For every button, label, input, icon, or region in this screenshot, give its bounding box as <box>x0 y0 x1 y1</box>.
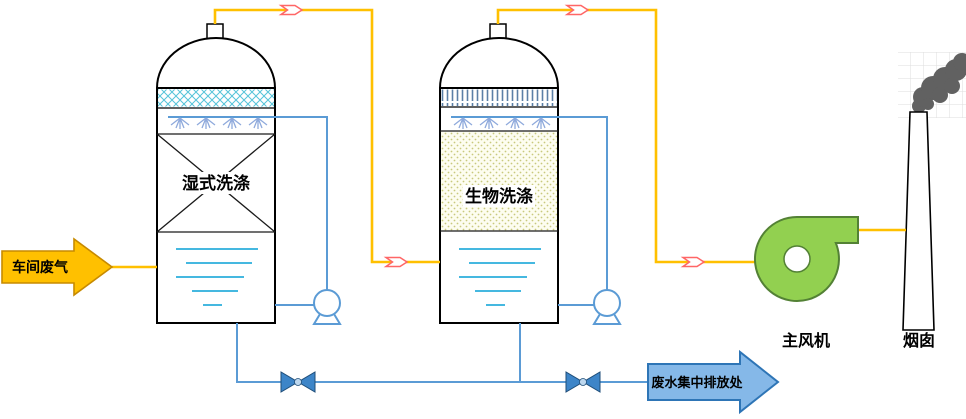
drain-label: 废水集中排放处 <box>651 375 743 390</box>
tower1-label: 湿式洗涤 <box>182 173 250 193</box>
main-fan-icon <box>754 216 859 302</box>
drain-valve-1 <box>280 371 316 393</box>
bio-scrubber-tower <box>438 23 560 324</box>
tower1-body <box>156 87 276 324</box>
fan-hub <box>783 245 811 273</box>
workshop-gas-inlet-arrow <box>1 237 114 297</box>
wastewater-outlet-arrow <box>647 349 780 415</box>
tower1-demister-icon <box>158 89 274 107</box>
drain-valve-2 <box>565 371 601 393</box>
recirculation-pump-2 <box>593 289 621 325</box>
tower2-label: 生物洗涤 <box>465 186 533 206</box>
tower1-dome <box>155 37 277 89</box>
inlet-label: 车间废气 <box>12 259 68 275</box>
chimney-icon <box>902 111 935 331</box>
tower2-packing-borders <box>440 130 558 232</box>
smoke-icon <box>912 53 966 113</box>
recirculation-pump-1 <box>313 289 341 325</box>
wet-scrubber-tower <box>155 23 277 324</box>
liquid-recirculation-pipe <box>168 116 648 383</box>
fan-label: 主风机 <box>782 331 830 350</box>
tower1-packing-icon <box>156 133 276 233</box>
gas-duct-pipe <box>112 8 906 269</box>
chimney-label: 烟囱 <box>903 331 935 350</box>
tower2-dome <box>438 37 560 89</box>
tower1-liquid-level-marks <box>176 248 258 306</box>
tower2-demister-icon <box>441 89 557 106</box>
tower2-packing-icon <box>441 131 557 231</box>
tower2-liquid-level-marks <box>459 248 541 306</box>
tower1-label-bg <box>180 172 252 194</box>
tower2-label-bg <box>463 185 535 207</box>
